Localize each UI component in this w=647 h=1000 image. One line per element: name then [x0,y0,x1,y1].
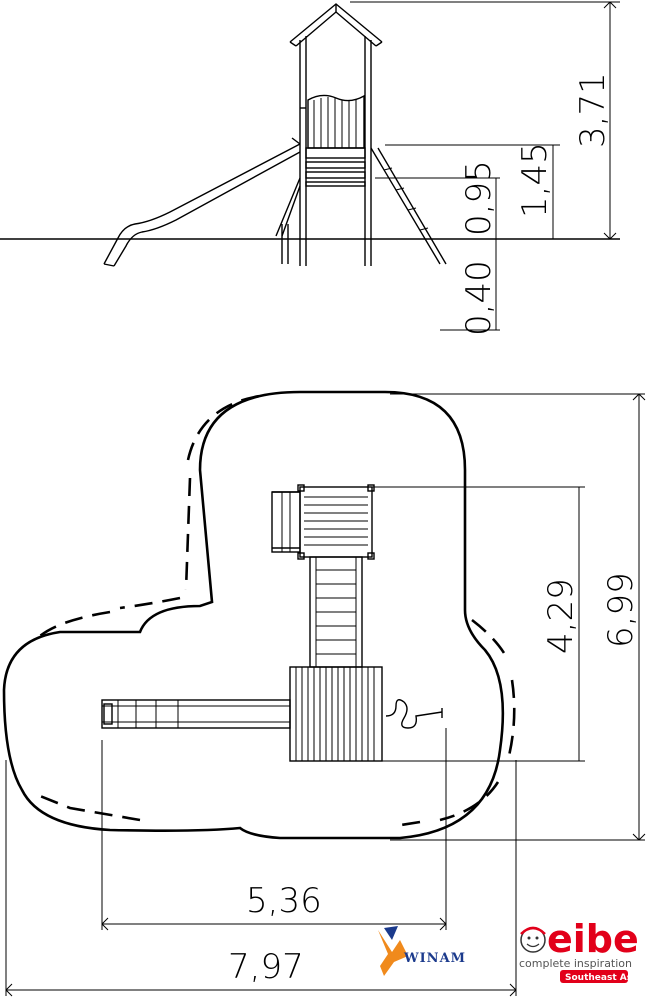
slide-support [275,177,301,264]
tower-platform [297,484,375,560]
side-view: 3,71 1,45 0,95 0,40 [0,1,620,336]
eibe-face-icon [520,926,546,953]
eibe-region-badge [560,970,628,983]
side-dimension-lines [350,1,620,331]
eibe-wordmark: eibe [547,917,639,961]
tower-posts [299,36,372,266]
total-depth-label: 6,99 [601,572,641,648]
winam-wordmark: WINAM [403,951,466,966]
winam-logo: WINAM [378,926,466,976]
step-height-label: 0,95 [459,160,499,236]
safety-zone-outline [2,390,505,840]
platform-height-label: 1,45 [515,142,555,218]
foundation-depth-label: 0,40 [459,260,499,336]
eibe-tagline: complete inspiration [519,957,632,970]
side-entry [271,491,301,553]
lower-tower-deck [289,666,383,762]
footprint-width-label: 5,36 [246,881,322,921]
plan-dimension-lines [5,393,646,997]
fall-zone-outline [39,394,516,828]
total-width-label: 7,97 [228,947,304,987]
slide-plan [101,699,291,729]
eibe-logo: eibe complete inspiration Southeast Asia [519,917,641,983]
slide [103,137,301,267]
plan-view: 4,29 6,99 5,36 7,97 [2,390,646,997]
ladder-walkway [309,556,363,668]
ladder [370,147,447,265]
platform-deck [305,147,366,187]
railing-panel [300,94,365,149]
roof [289,3,383,47]
tower-depth-label: 4,29 [541,578,581,654]
eibe-region-label: Southeast Asia [565,973,641,983]
wavy-climber [385,699,443,729]
total-height-label: 3,71 [573,72,613,148]
winam-figure-icon [378,930,408,976]
